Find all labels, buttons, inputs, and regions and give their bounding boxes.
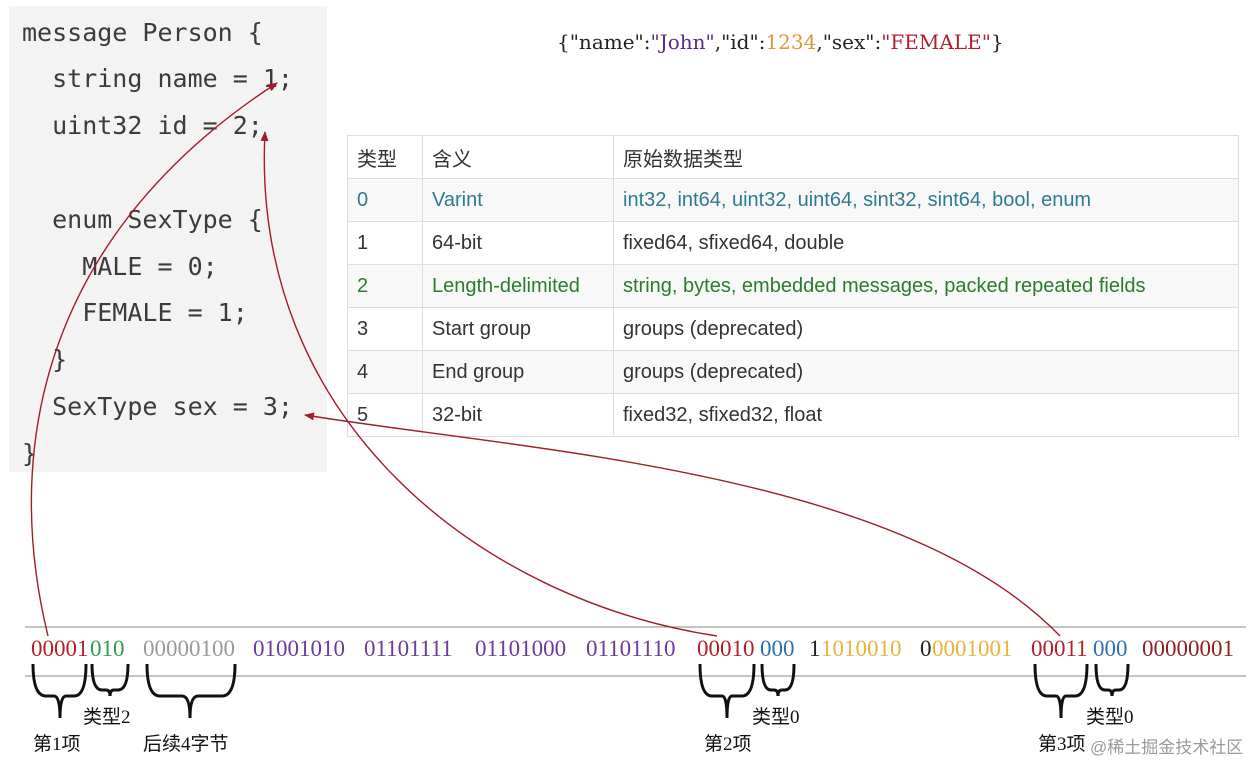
table-row: 2 Length-delimited string, bytes, embedd… bbox=[347, 264, 1239, 308]
cell-meaning: 32-bit bbox=[422, 393, 614, 437]
label-item-1: 第1项 bbox=[33, 734, 81, 755]
json-key-sex: "sex" bbox=[822, 30, 875, 54]
label-type-2: 类型2 bbox=[83, 707, 131, 728]
label-item-3: 第3项 bbox=[1038, 734, 1086, 755]
json-colon-3: : bbox=[874, 30, 882, 54]
binary-wire-type-0-b: 000 bbox=[1093, 636, 1128, 661]
binary-field-number-2: 00010 bbox=[697, 636, 755, 661]
binary-varint-payload-1: 1010010 bbox=[821, 636, 902, 661]
header-meaning: 含义 bbox=[422, 135, 614, 179]
binary-field-number-1: 00001 bbox=[31, 636, 89, 661]
arrow-field-3-to-sex bbox=[304, 412, 1061, 637]
code-line-1: message Person { bbox=[22, 18, 263, 47]
wire-type-table: 类型 含义 原始数据类型 0 Varint int32, int64, uint… bbox=[347, 135, 1239, 437]
binary-wire-type-0-a: 000 bbox=[760, 636, 795, 661]
brace-type-2 bbox=[90, 663, 130, 697]
json-colon-2: : bbox=[758, 30, 766, 54]
json-close-brace: } bbox=[990, 30, 1004, 54]
json-value-id: 1234 bbox=[765, 30, 817, 54]
watermark: @稀土掘金技术社区 bbox=[1090, 738, 1244, 757]
binary-field-number-3: 00011 bbox=[1031, 636, 1088, 661]
cell-meaning: Start group bbox=[422, 307, 614, 351]
arrow-field-1-to-name bbox=[30, 82, 278, 637]
cell-meaning: Varint bbox=[422, 178, 614, 222]
cell-meaning: End group bbox=[422, 350, 614, 394]
binary-varint-msb-1: 1 bbox=[809, 636, 821, 661]
json-colon-1: : bbox=[643, 30, 651, 54]
braces bbox=[31, 663, 1130, 719]
table-row: 3 Start group groups (deprecated) bbox=[347, 307, 1239, 351]
json-value-sex: "FEMALE" bbox=[881, 30, 991, 54]
arrow-field-2-to-id bbox=[260, 131, 718, 637]
cell-data-types: fixed32, sfixed32, float bbox=[613, 393, 1239, 437]
label-next-4-bytes: 后续4字节 bbox=[143, 734, 229, 755]
binary-varint-msb-2: 0 bbox=[920, 636, 932, 661]
json-comma-1: , bbox=[714, 30, 722, 54]
header-type: 类型 bbox=[347, 135, 423, 179]
label-type-0-a: 类型0 bbox=[752, 707, 800, 728]
json-value-name: "John" bbox=[650, 30, 715, 54]
code-line-9: SexType sex = 3; bbox=[22, 392, 293, 421]
binary-string-byte-2: 01101111 bbox=[364, 636, 453, 661]
label-type-0-b: 类型0 bbox=[1086, 707, 1134, 728]
json-key-id: "id" bbox=[721, 30, 759, 54]
cell-data-types: groups (deprecated) bbox=[613, 350, 1239, 394]
json-key-name: "name" bbox=[569, 30, 644, 54]
json-example: {"name":"John","id":1234,"sex":"FEMALE"} bbox=[557, 30, 1004, 54]
arrows bbox=[30, 82, 1061, 637]
json-open-brace: { bbox=[557, 30, 570, 54]
brace-item-2 bbox=[698, 663, 756, 719]
cell-data-types: int32, int64, uint32, uint64, sint32, si… bbox=[613, 178, 1239, 222]
brace-type-0-b bbox=[1094, 663, 1130, 697]
table-row: 0 Varint int32, int64, uint32, uint64, s… bbox=[347, 178, 1239, 222]
header-data-types: 原始数据类型 bbox=[613, 135, 1239, 179]
code-line-5: enum SexType { bbox=[22, 205, 263, 234]
code-line-6: MALE = 0; bbox=[22, 252, 218, 281]
binary-string-byte-4: 01101110 bbox=[586, 636, 676, 661]
cell-type: 2 bbox=[347, 264, 423, 308]
cell-type: 3 bbox=[347, 307, 423, 351]
brace-item-1 bbox=[31, 663, 88, 719]
binary-enum-value: 00000001 bbox=[1142, 636, 1234, 661]
binary-string-byte-3: 01101000 bbox=[475, 636, 567, 661]
cell-data-types: string, bytes, embedded messages, packed… bbox=[613, 264, 1239, 308]
table-header-row: 类型 含义 原始数据类型 bbox=[347, 135, 1239, 179]
code-line-3: uint32 id = 2; bbox=[22, 111, 263, 140]
table-row: 4 End group groups (deprecated) bbox=[347, 350, 1239, 394]
label-item-2: 第2项 bbox=[704, 734, 752, 755]
binary-string-byte-1: 01001010 bbox=[253, 636, 345, 661]
cell-type: 0 bbox=[347, 178, 423, 222]
brace-item-3 bbox=[1033, 663, 1089, 719]
cell-type: 1 bbox=[347, 221, 423, 265]
brace-type-0-a bbox=[760, 663, 796, 697]
binary-length: 00000100 bbox=[143, 636, 235, 661]
brace-next-4-bytes bbox=[145, 663, 237, 719]
code-line-2: string name = 1; bbox=[22, 64, 293, 93]
binary-varint-payload-2: 0001001 bbox=[932, 636, 1013, 661]
code-line-7: FEMALE = 1; bbox=[22, 298, 248, 327]
cell-type: 4 bbox=[347, 350, 423, 394]
binary-wire-type-2: 010 bbox=[90, 636, 125, 661]
cell-meaning: Length-delimited bbox=[422, 264, 614, 308]
json-comma-2: , bbox=[816, 30, 823, 54]
